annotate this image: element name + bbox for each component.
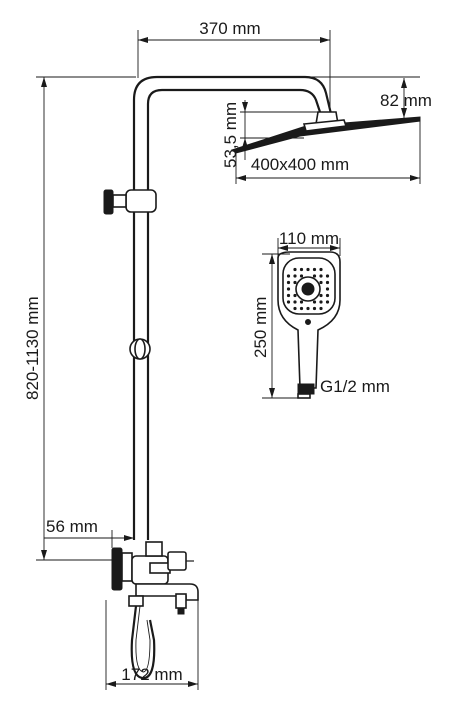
dimension-wall-offset: 56 mm (44, 517, 134, 548)
label-head-size: 400x400 mm (251, 155, 349, 174)
nozzle-dot (319, 267, 323, 272)
nozzle-dot (306, 306, 310, 311)
nozzle-dot (286, 287, 291, 291)
label-head-height: 82 mm (380, 91, 432, 110)
label-total-height: 820-1130 mm (23, 296, 42, 400)
label-handshower-width: 110 mm (279, 229, 339, 248)
nozzle-dot (306, 267, 310, 272)
dimension-handshower-length: 250 mm (251, 253, 300, 399)
slider-holder (129, 338, 151, 360)
nozzle-dot (312, 306, 317, 311)
nozzle-dot (293, 274, 297, 278)
dimension-arm-length: 370 mm (137, 19, 331, 112)
nozzle-dot (312, 267, 317, 272)
nozzle-dot (299, 274, 304, 278)
hand-shower (277, 251, 341, 399)
label-head-thickness: 53,5 mm (221, 102, 240, 168)
nozzle-dot (293, 300, 297, 304)
nozzle-dot (299, 267, 304, 272)
dimension-head-size: 400x400 mm (235, 120, 421, 184)
nozzle-dot (325, 287, 330, 291)
label-connection: G1/2 mm (320, 377, 390, 396)
dimension-connection: G1/2 mm (320, 377, 390, 396)
label-handshower-length: 250 mm (251, 297, 270, 358)
nozzle-dot (325, 300, 330, 304)
nozzle-dot (319, 306, 323, 311)
nozzle-dot (299, 300, 304, 304)
nozzle-dot (312, 274, 317, 278)
nozzle-dot (299, 306, 304, 311)
dimension-mixer-width: 172 mm (105, 600, 199, 690)
dimension-handshower-width: 110 mm (277, 229, 341, 256)
nozzle-dot (286, 274, 291, 278)
nozzle-dot (325, 274, 330, 278)
nozzle-dot (293, 267, 297, 272)
nozzle-dot (286, 280, 291, 285)
nozzle-dot (319, 280, 323, 285)
nozzle-dot (325, 280, 330, 285)
upper-holder-bracket (103, 189, 157, 215)
hand-shower-nozzles (286, 267, 330, 311)
nozzle-dot (319, 300, 323, 304)
nozzle-dot (325, 293, 330, 298)
dimension-head-height: 82 mm (300, 76, 432, 118)
nozzle-dot (319, 274, 323, 278)
nozzle-dot (286, 300, 291, 304)
nozzle-dot (312, 300, 317, 304)
nozzle-dot (293, 293, 297, 298)
label-wall-offset: 56 mm (46, 517, 98, 536)
label-mixer-width: 172 mm (121, 665, 182, 684)
dimension-total-height: 820-1130 mm (23, 76, 136, 561)
nozzle-dot (293, 306, 297, 311)
shower-column (132, 75, 339, 540)
shower-hose (130, 605, 156, 680)
nozzle-dot (319, 293, 323, 298)
dimension-head-thickness: 53,5 mm (221, 100, 322, 168)
nozzle-dot (293, 280, 297, 285)
label-arm-length: 370 mm (199, 19, 260, 38)
bath-mixer (111, 541, 199, 615)
nozzle-dot (286, 293, 291, 298)
